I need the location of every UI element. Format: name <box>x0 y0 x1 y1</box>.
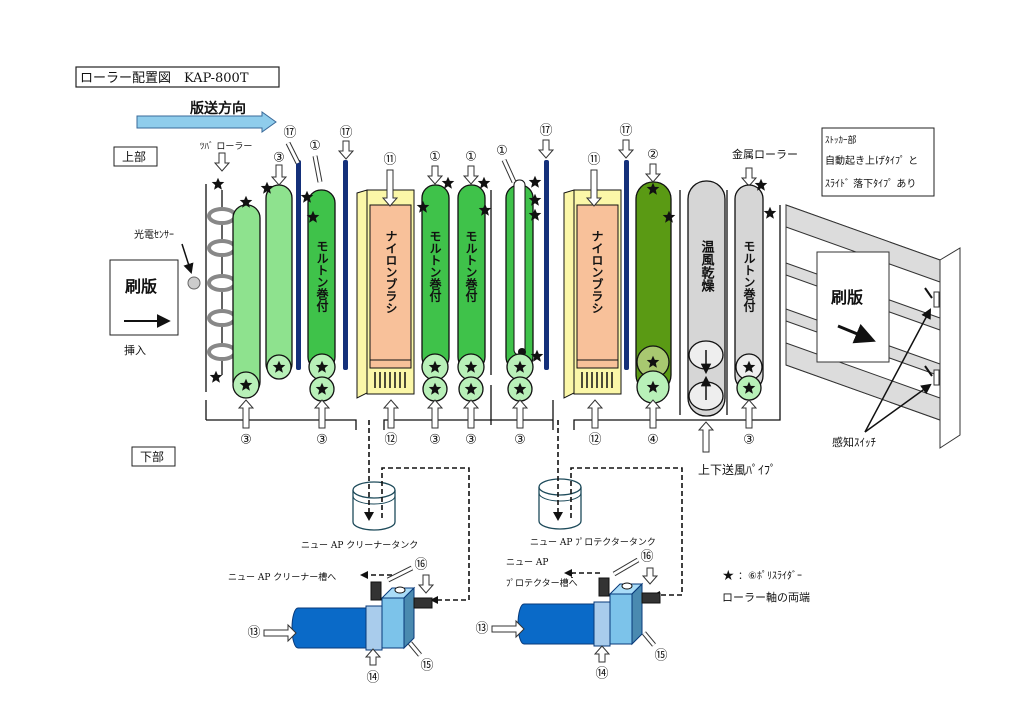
photo-sensor-label: 光電ｾﾝｻｰ <box>134 228 174 241</box>
roller-dark-green <box>635 181 676 404</box>
insert-plate: 刷版 <box>109 259 179 336</box>
svg-text:⑰: ⑰ <box>539 124 552 139</box>
title-text: ローラー配置図 KAP-800T <box>80 71 249 86</box>
svg-text:ｽﾗｲﾄﾞ 落下ﾀｲﾌﾟ あり: ｽﾗｲﾄﾞ 落下ﾀｲﾌﾟ あり <box>825 178 916 190</box>
svg-text:⑪: ⑪ <box>383 153 396 168</box>
protector-tank <box>538 478 582 530</box>
protector-pump <box>517 577 661 647</box>
photo-sensor-icon <box>187 276 201 290</box>
legend: ★ ：⑥ﾎﾟﾘｽﾗｲﾀﾞｰ ローラー軸の両端 <box>722 568 810 604</box>
protector-pump-labels: ⑬ ⑭ ⑮ ⑯ <box>475 550 667 682</box>
title-box: ローラー配置図 KAP-800T <box>75 66 280 88</box>
roller-metal: 金属ローラー モルトン巻付 <box>732 147 798 401</box>
cleaner-dashed-lines <box>368 420 470 601</box>
roller-molton-1: モルトン巻付 <box>300 189 336 402</box>
svg-text:③: ③ <box>429 433 441 448</box>
insert-label: 挿入 <box>124 343 146 357</box>
star-icon: ★ <box>722 568 735 584</box>
bottom-numbers: ③ ③ ⑫ ③ ③ ③ ⑫ ④ ③ <box>237 399 758 453</box>
protector-tank-label: ニュー AP ﾌﾟロテクタータンク <box>530 537 656 548</box>
svg-text:上部: 上部 <box>122 149 146 164</box>
svg-text:モルトン巻付: モルトン巻付 <box>464 230 478 303</box>
svg-text:⑬: ⑬ <box>247 626 260 641</box>
sensor-switch-label: 感知ｽｲｯﾁ <box>832 435 876 449</box>
svg-text:①: ① <box>496 144 508 159</box>
protector-dest-label-1: ニュー AP <box>506 558 548 568</box>
top-numbers: ③ ⑰ ① ⑰ ⑪ ① ① ① ⑰ ⑪ ⑰ ② <box>273 124 662 207</box>
svg-text:刷版: 刷版 <box>125 277 157 296</box>
svg-text:ナイロンブラシ: ナイロンブラシ <box>590 230 604 314</box>
roller-molton-2: モルトン巻付 <box>416 176 455 402</box>
svg-text:⑮: ⑮ <box>654 649 667 664</box>
svg-text:⑬: ⑬ <box>475 622 488 637</box>
frame-lines <box>205 184 781 430</box>
svg-text:⑫: ⑫ <box>588 433 601 448</box>
nylon-brush-1: ナイロンブラシ <box>356 189 415 399</box>
metal-roller-label: 金属ローラー <box>732 147 798 161</box>
tsuba-roller-label: ﾂﾊﾞ ローラー <box>200 141 252 152</box>
roller-light-green-2 <box>260 164 293 380</box>
cleaner-dest-label: ニュー AP クリーナー槽へ <box>228 571 336 583</box>
svg-text:⑪: ⑪ <box>587 153 600 168</box>
direction-label: 版送方向 <box>190 100 246 117</box>
svg-text:⑯: ⑯ <box>640 550 653 565</box>
lower-section-label: 下部 <box>131 446 176 467</box>
svg-text:④: ④ <box>647 433 659 448</box>
tsuba-arrow-icon <box>213 152 231 172</box>
svg-text:モルトン巻付: モルトン巻付 <box>742 240 756 313</box>
svg-text:ローラー軸の両端: ローラー軸の両端 <box>722 590 810 604</box>
svg-text:⑭: ⑭ <box>595 667 608 682</box>
svg-text:刷版: 刷版 <box>831 288 863 307</box>
svg-text:温風乾燥: 温風乾燥 <box>699 240 715 293</box>
svg-text:⑫: ⑫ <box>384 433 397 448</box>
svg-text:ナイロンブラシ: ナイロンブラシ <box>384 230 398 314</box>
svg-text:自動起き上げﾀｲﾌﾟ と: 自動起き上げﾀｲﾌﾟ と <box>825 154 918 167</box>
svg-text:⑰: ⑰ <box>339 126 352 141</box>
roller-molton-3: モルトン巻付 <box>457 176 492 402</box>
roller-light-green-1 <box>232 195 261 399</box>
svg-text:モルトン巻付: モルトン巻付 <box>315 240 329 313</box>
svg-text:①: ① <box>465 150 477 165</box>
roller-white-bar <box>505 175 544 402</box>
stacker: 刷版 <box>785 204 961 449</box>
svg-text:⑭: ⑭ <box>366 671 379 686</box>
svg-text:③: ③ <box>240 433 252 448</box>
tsuba-roller <box>207 177 237 383</box>
upper-section-label: 上部 <box>113 146 158 167</box>
svg-text:モルトン巻付: モルトン巻付 <box>428 230 442 303</box>
svg-text:③: ③ <box>316 433 328 448</box>
svg-text:下部: 下部 <box>140 449 164 464</box>
svg-text:③: ③ <box>514 433 526 448</box>
svg-text:①: ① <box>309 139 321 154</box>
protector-dest-label-2: ﾌﾟロテクター槽へ <box>506 577 578 589</box>
stacker-note: ｽﾄｯｶｰ部 自動起き上げﾀｲﾌﾟ と ｽﾗｲﾄﾞ 落下ﾀｲﾌﾟ あり <box>821 127 935 197</box>
svg-text:⑮: ⑮ <box>420 659 433 674</box>
svg-text:③: ③ <box>465 433 477 448</box>
svg-text:③: ③ <box>273 151 285 166</box>
svg-text:⑰: ⑰ <box>619 124 632 139</box>
svg-text:：⑥ﾎﾟﾘｽﾗｲﾀﾞｰ: ：⑥ﾎﾟﾘｽﾗｲﾀﾞｰ <box>738 570 802 582</box>
svg-text:③: ③ <box>743 433 755 448</box>
svg-text:ｽﾄｯｶｰ部: ｽﾄｯｶｰ部 <box>825 134 857 146</box>
air-pipe-label: 上下送風ﾊﾟｲﾌﾟ <box>698 462 776 477</box>
nylon-brush-2: ナイロンブラシ <box>563 189 622 399</box>
navy-bars <box>296 160 629 370</box>
svg-text:⑯: ⑯ <box>414 558 427 573</box>
warm-air-dryer: 温風乾燥 <box>687 180 726 417</box>
cleaner-pump <box>291 581 433 651</box>
direction-arrow <box>136 111 277 133</box>
cleaner-tank-label: ニュー AP クリーナータンク <box>301 540 418 551</box>
cleaner-pump-labels: ⑬ ⑭ ⑮ ⑯ <box>247 558 435 686</box>
svg-text:⑰: ⑰ <box>283 126 296 141</box>
svg-text:①: ① <box>429 150 441 165</box>
cleaner-tank <box>352 481 396 531</box>
svg-text:②: ② <box>647 148 659 163</box>
